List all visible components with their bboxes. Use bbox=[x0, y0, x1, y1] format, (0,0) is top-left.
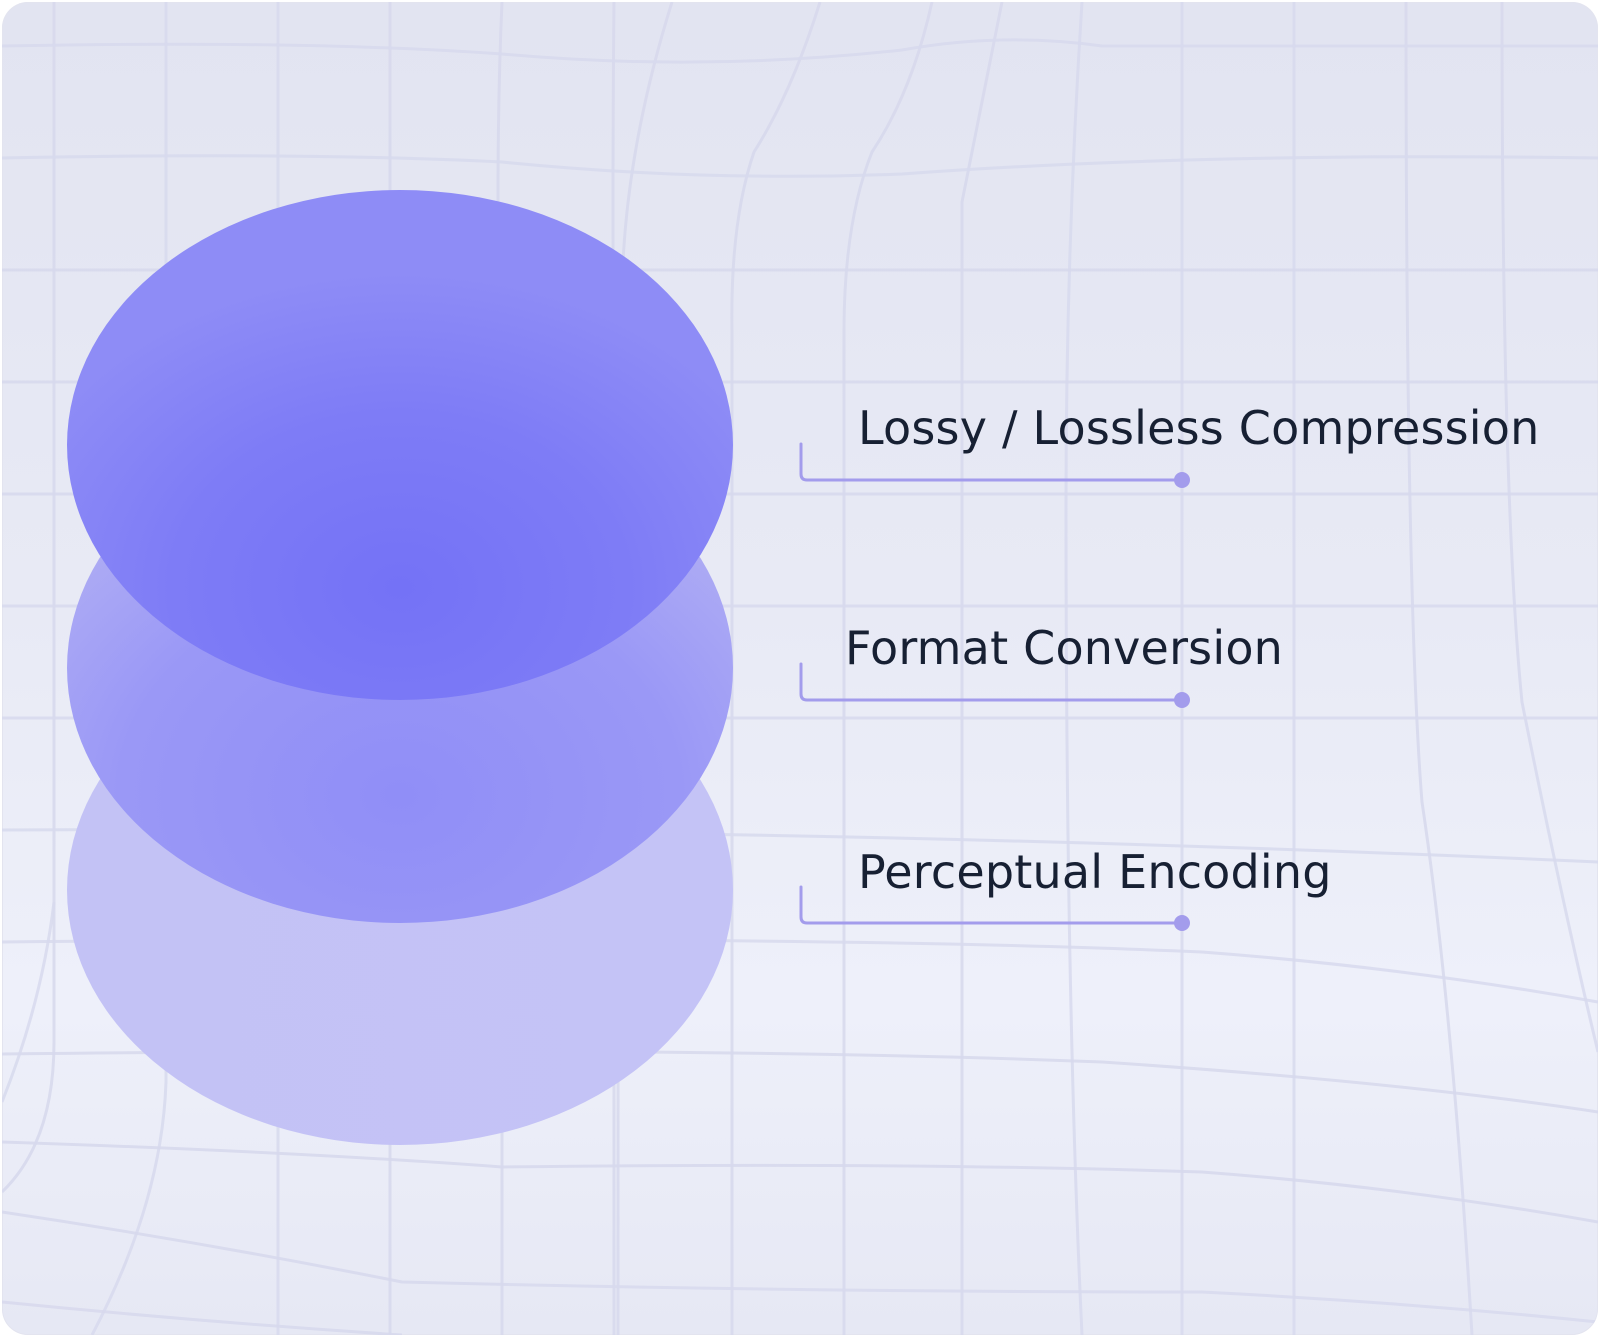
layer-label-compression: Lossy / Lossless Compression bbox=[858, 401, 1540, 455]
layer-label-format-conversion: Format Conversion bbox=[845, 621, 1284, 675]
layer-disc-top bbox=[67, 190, 733, 700]
layer-label-perceptual-encoding: Perceptual Encoding bbox=[858, 845, 1332, 899]
